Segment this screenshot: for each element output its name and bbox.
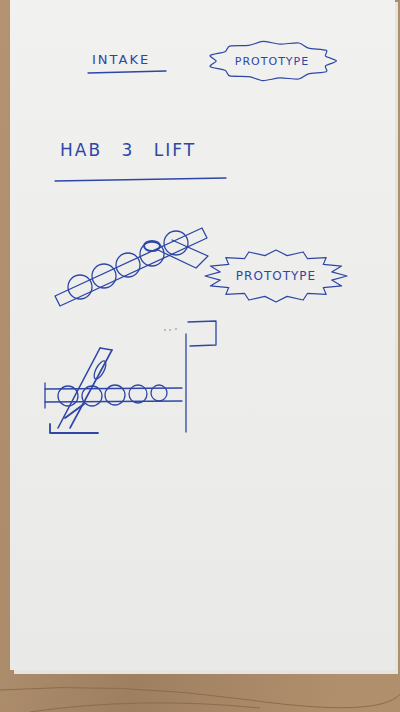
pencil-dot [175, 328, 177, 330]
roller [68, 275, 92, 299]
roller [140, 242, 164, 266]
pencil-dot [164, 329, 166, 331]
roller [105, 385, 125, 405]
rail-end [44, 383, 45, 408]
underline [88, 71, 166, 73]
pencil-dot [169, 329, 171, 331]
callout-text: PROTOTYPE [236, 269, 316, 283]
wood-grain [30, 703, 260, 712]
wood-grain [0, 688, 400, 708]
heading-note: HAB 3 LIFT [60, 140, 196, 160]
roller [92, 264, 116, 288]
lift-arm [58, 348, 100, 428]
callout-outline-path [210, 41, 336, 80]
lift-arm [100, 348, 112, 350]
heading-note: INTAKE [92, 52, 150, 67]
rail [45, 388, 182, 389]
callout-text: PROTOTYPE [235, 55, 309, 68]
paper-sheet [10, 0, 395, 670]
lift-arm [70, 350, 112, 428]
burst-callout: PROTOTYPE [205, 250, 347, 302]
callout-outline-path [205, 250, 347, 302]
roller [82, 386, 102, 406]
roller [164, 231, 188, 255]
cylinder-rod [65, 404, 84, 418]
platform-edge [185, 334, 186, 432]
arm [158, 240, 208, 268]
roller [129, 385, 147, 403]
rail [55, 228, 207, 306]
platform-step [188, 321, 216, 346]
foot [50, 424, 98, 433]
roller [151, 385, 167, 401]
roller [116, 253, 140, 277]
underline [55, 178, 226, 181]
cloud-callout: PROTOTYPE [210, 42, 334, 80]
cylinder [92, 359, 108, 380]
